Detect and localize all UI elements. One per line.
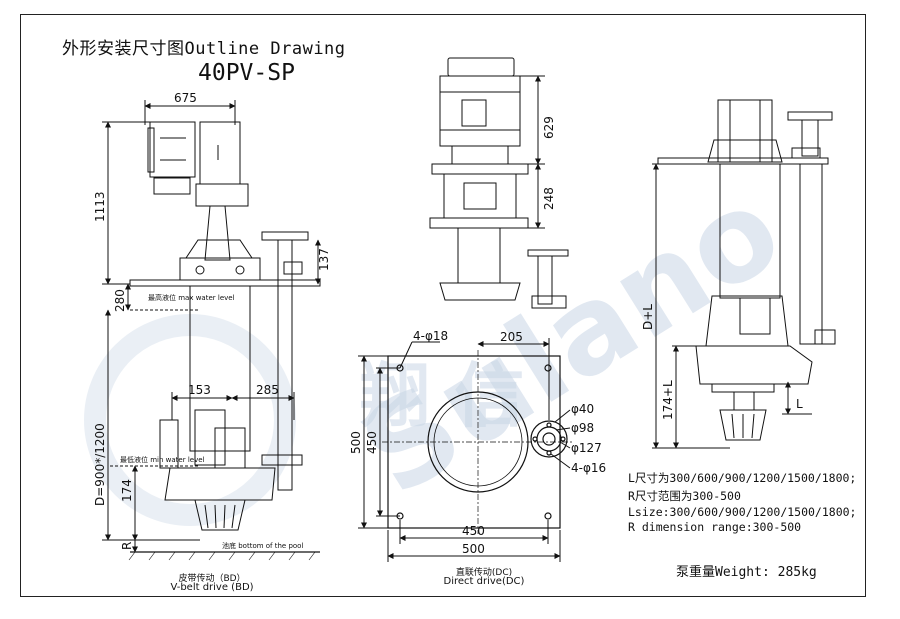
- note-r-range-cn: R尺寸范围为300-500: [628, 489, 741, 503]
- dim-d-plus-l: D+L: [641, 304, 655, 330]
- dim-500-vertical: 500: [349, 431, 363, 454]
- side-base-plate: [657, 157, 829, 165]
- dim-450-vertical: 450: [365, 431, 379, 454]
- dc-caption-en: Direct drive(DC): [443, 576, 525, 587]
- dim-153: 153: [188, 383, 211, 397]
- model-label: 40PV-SP: [198, 60, 295, 86]
- bd-caption-cn: 皮带传动（BD）: [178, 574, 246, 584]
- dim-248: 248: [542, 187, 556, 210]
- plan-flange: [530, 420, 568, 458]
- bd-column: [189, 285, 251, 452]
- side-bearing: [739, 297, 771, 335]
- dim-629: 629: [542, 116, 556, 139]
- note-l-size-cn: L尺寸为300/600/900/1200/1500/1800;: [628, 471, 857, 485]
- bd-casing: [164, 467, 276, 501]
- dim-4-phi16: 4-φ16: [571, 461, 606, 475]
- dim-174-plus-l: 174+L: [661, 380, 675, 420]
- dc-view: [429, 57, 569, 309]
- drawing-frame: [20, 14, 866, 597]
- dim-phi98: φ98: [571, 421, 594, 435]
- drawing-title: 外形安装尺寸图Outline Drawing: [62, 39, 346, 59]
- dim-phi40: φ40: [571, 402, 594, 416]
- side-discharge-top: [801, 119, 819, 157]
- dim-280: 280: [113, 289, 127, 312]
- side-casing: [695, 345, 813, 385]
- dim-l: L: [796, 397, 803, 411]
- dc-column: [457, 227, 501, 284]
- bd-strainer: [194, 499, 246, 531]
- dim-205: 205: [500, 330, 523, 344]
- dim-500-horizontal: 500: [462, 542, 485, 556]
- dim-phi127: φ127: [571, 441, 602, 455]
- bd-caption-en: V-belt drive (BD): [170, 582, 254, 593]
- side-bearing-housing: [717, 99, 773, 163]
- bd-motor: [149, 121, 196, 178]
- side-view: [652, 99, 836, 449]
- pump-weight: 泵重量Weight: 285kg: [676, 565, 817, 580]
- dc-casing: [439, 282, 521, 301]
- dim-675: 675: [174, 91, 197, 105]
- bd-belt-guard: [199, 121, 241, 185]
- bd-stand: [204, 205, 231, 261]
- dim-174: 174: [120, 479, 134, 502]
- bd-bearing: [214, 427, 246, 469]
- dim-4-phi18: 4-φ18: [413, 329, 448, 343]
- note-r-range-en: R dimension range:300-500: [628, 520, 802, 534]
- dim-137: 137: [317, 248, 331, 271]
- bd-view: [102, 100, 321, 561]
- dc-motor: [439, 75, 521, 147]
- dim-450-horizontal: 450: [462, 524, 485, 538]
- dc-motor-cap: [447, 57, 515, 77]
- dc-caption-cn: 直联传动(DC): [455, 568, 513, 578]
- max-water-level: 最高液位 max water level: [148, 293, 235, 302]
- dim-1113: 1113: [93, 191, 107, 222]
- bd-discharge-pipe: [277, 239, 293, 491]
- watermark-glyphs: 翔 信: [360, 355, 524, 437]
- dim-285: 285: [256, 383, 279, 397]
- side-discharge-pipe: [799, 163, 823, 345]
- dim-depth: D=900*/1200: [93, 423, 107, 506]
- note-l-size-en: Lsize:300/600/900/1200/1500/1800;: [628, 505, 857, 519]
- dc-base-plate: [429, 217, 529, 229]
- pool-bottom-label: 池底 bottom of the pool: [222, 541, 303, 550]
- side-strainer: [719, 409, 767, 441]
- min-water-level: 最低液位 min water level: [120, 455, 205, 464]
- dim-r: R: [120, 542, 134, 550]
- plan-view: [358, 338, 572, 562]
